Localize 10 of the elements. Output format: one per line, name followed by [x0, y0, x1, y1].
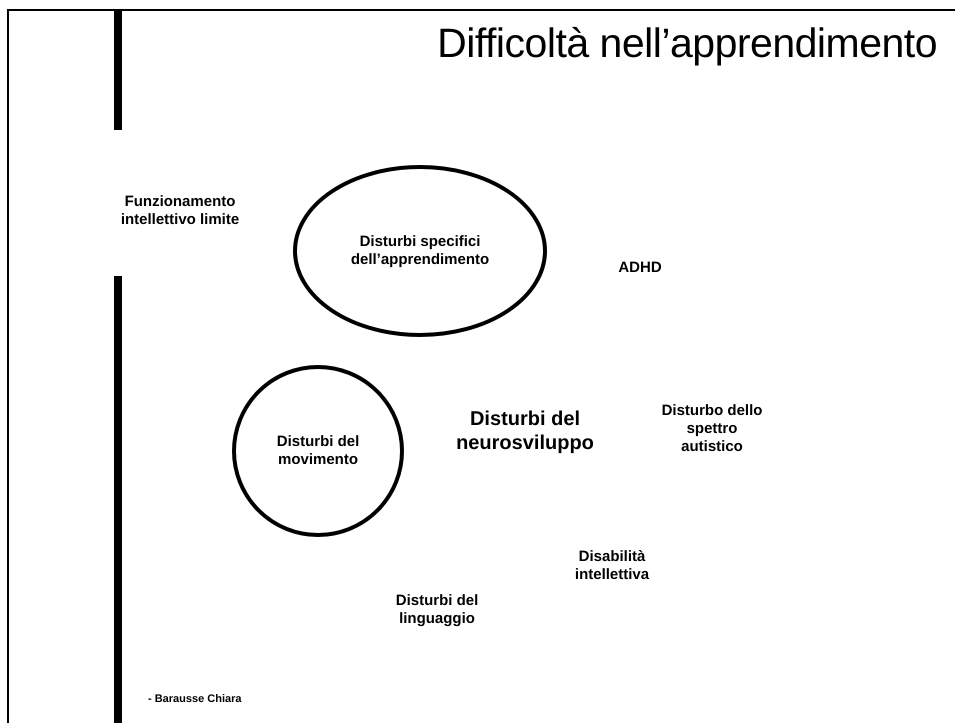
node-label: Disturbi specifici dell’apprendimento	[350, 233, 490, 269]
category-label: Disturbi del neurosviluppo	[455, 407, 595, 455]
category-label: Disabilità intellettiva	[574, 548, 650, 584]
category-label: ADHD	[617, 259, 663, 277]
author-credit: - Barausse Chiara	[148, 692, 242, 706]
category-label: Funzionamento intellettivo limite	[120, 193, 240, 229]
slide-title: Difficoltà nell’apprendimento	[437, 20, 937, 67]
category-label: Disturbi del linguaggio	[394, 592, 480, 628]
category-label: Disturbo dello spettro autistico	[660, 402, 764, 456]
node-label: Disturbi del movimento	[276, 433, 360, 469]
